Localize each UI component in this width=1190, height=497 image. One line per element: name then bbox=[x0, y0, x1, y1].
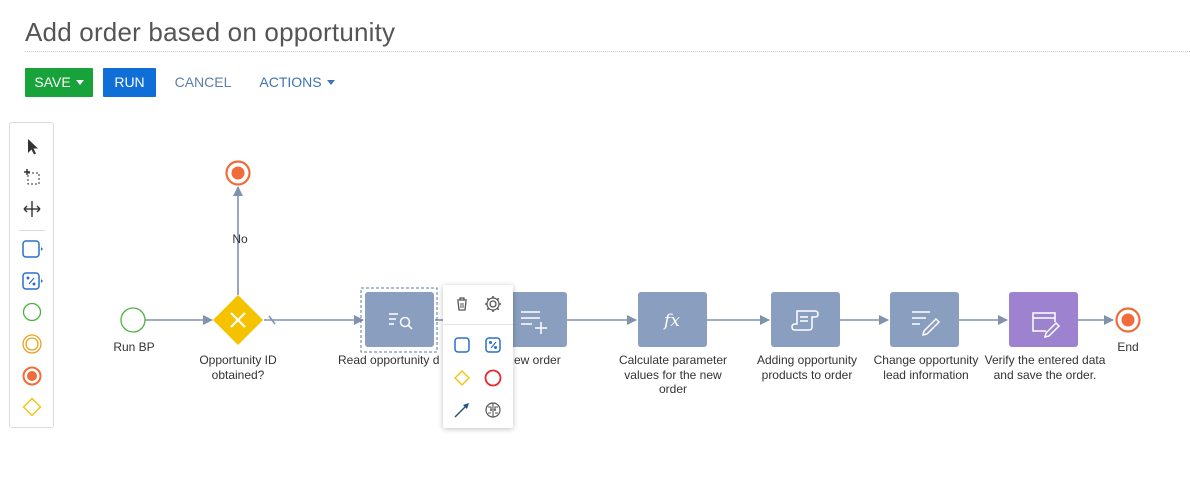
pointer-icon[interactable] bbox=[21, 135, 43, 157]
chevron-down-icon bbox=[326, 79, 335, 85]
lasso-select-icon[interactable] bbox=[21, 166, 43, 188]
page-title: Add order based on opportunity bbox=[25, 17, 396, 47]
save-button[interactable]: SAVE bbox=[25, 68, 93, 97]
end-event-label: End bbox=[1117, 340, 1139, 354]
task-label: Adding opportunity products to order bbox=[756, 353, 858, 382]
task-add-order[interactable] bbox=[498, 292, 567, 347]
task-label: ew order bbox=[514, 353, 561, 367]
element-context-menu bbox=[443, 285, 513, 428]
actions-button[interactable]: ACTIONS bbox=[252, 68, 342, 97]
title-divider bbox=[25, 51, 1190, 52]
task-label: Read opportunity d bbox=[338, 353, 440, 367]
task-verify-save[interactable] bbox=[1009, 292, 1078, 347]
start-event-label: Run BP bbox=[113, 340, 155, 354]
toolbox-divider bbox=[19, 230, 45, 231]
ai-icon[interactable] bbox=[482, 399, 504, 421]
selection-frame bbox=[360, 287, 438, 353]
element-toolbox bbox=[9, 122, 54, 428]
task-add-products[interactable] bbox=[771, 292, 840, 347]
start-event[interactable] bbox=[120, 307, 146, 333]
add-data-icon bbox=[521, 311, 547, 334]
task-icon[interactable] bbox=[451, 334, 473, 356]
start-event-icon[interactable] bbox=[21, 301, 43, 323]
end-event-icon[interactable] bbox=[482, 367, 504, 389]
gateway-icon[interactable] bbox=[21, 396, 43, 418]
chevron-down-icon bbox=[75, 79, 84, 85]
cancel-button[interactable]: CANCEL bbox=[174, 74, 232, 90]
no-flow-label: No bbox=[232, 232, 248, 246]
gateway-icon[interactable] bbox=[451, 367, 473, 389]
run-button[interactable]: RUN bbox=[103, 68, 156, 97]
default-flow-marker bbox=[268, 315, 276, 325]
task-calculate[interactable]: fx bbox=[638, 292, 707, 347]
actions-label: ACTIONS bbox=[259, 74, 322, 90]
script-icon bbox=[791, 310, 819, 331]
task-label: Change opportunity lead information bbox=[873, 353, 979, 382]
space-tool-icon[interactable] bbox=[21, 198, 43, 220]
task-label: Verify the entered data and save the ord… bbox=[984, 353, 1106, 382]
modify-data-icon bbox=[912, 311, 941, 337]
save-label: SAVE bbox=[34, 74, 71, 90]
end-event[interactable] bbox=[1115, 307, 1141, 333]
settings-icon[interactable] bbox=[482, 293, 504, 315]
intermediate-event-icon[interactable] bbox=[21, 333, 43, 355]
read-data-icon bbox=[389, 313, 413, 330]
exclusive-gateway[interactable] bbox=[213, 295, 263, 345]
connector-icon[interactable] bbox=[451, 399, 473, 421]
task-icon[interactable] bbox=[21, 238, 43, 260]
subprocess-icon[interactable] bbox=[21, 270, 43, 292]
gateway-label: Opportunity ID obtained? bbox=[199, 353, 277, 382]
context-menu-divider bbox=[443, 324, 513, 325]
subprocess-icon[interactable] bbox=[482, 334, 504, 356]
task-read-data[interactable] bbox=[365, 292, 434, 347]
end-event-no[interactable] bbox=[225, 160, 251, 186]
end-event-icon[interactable] bbox=[21, 365, 43, 387]
task-change-lead[interactable] bbox=[890, 292, 959, 347]
delete-icon[interactable] bbox=[451, 293, 473, 315]
formula-icon: fx bbox=[662, 311, 680, 331]
task-label: Calculate parameter values for the new o… bbox=[618, 353, 728, 396]
edit-page-icon bbox=[1032, 312, 1061, 339]
